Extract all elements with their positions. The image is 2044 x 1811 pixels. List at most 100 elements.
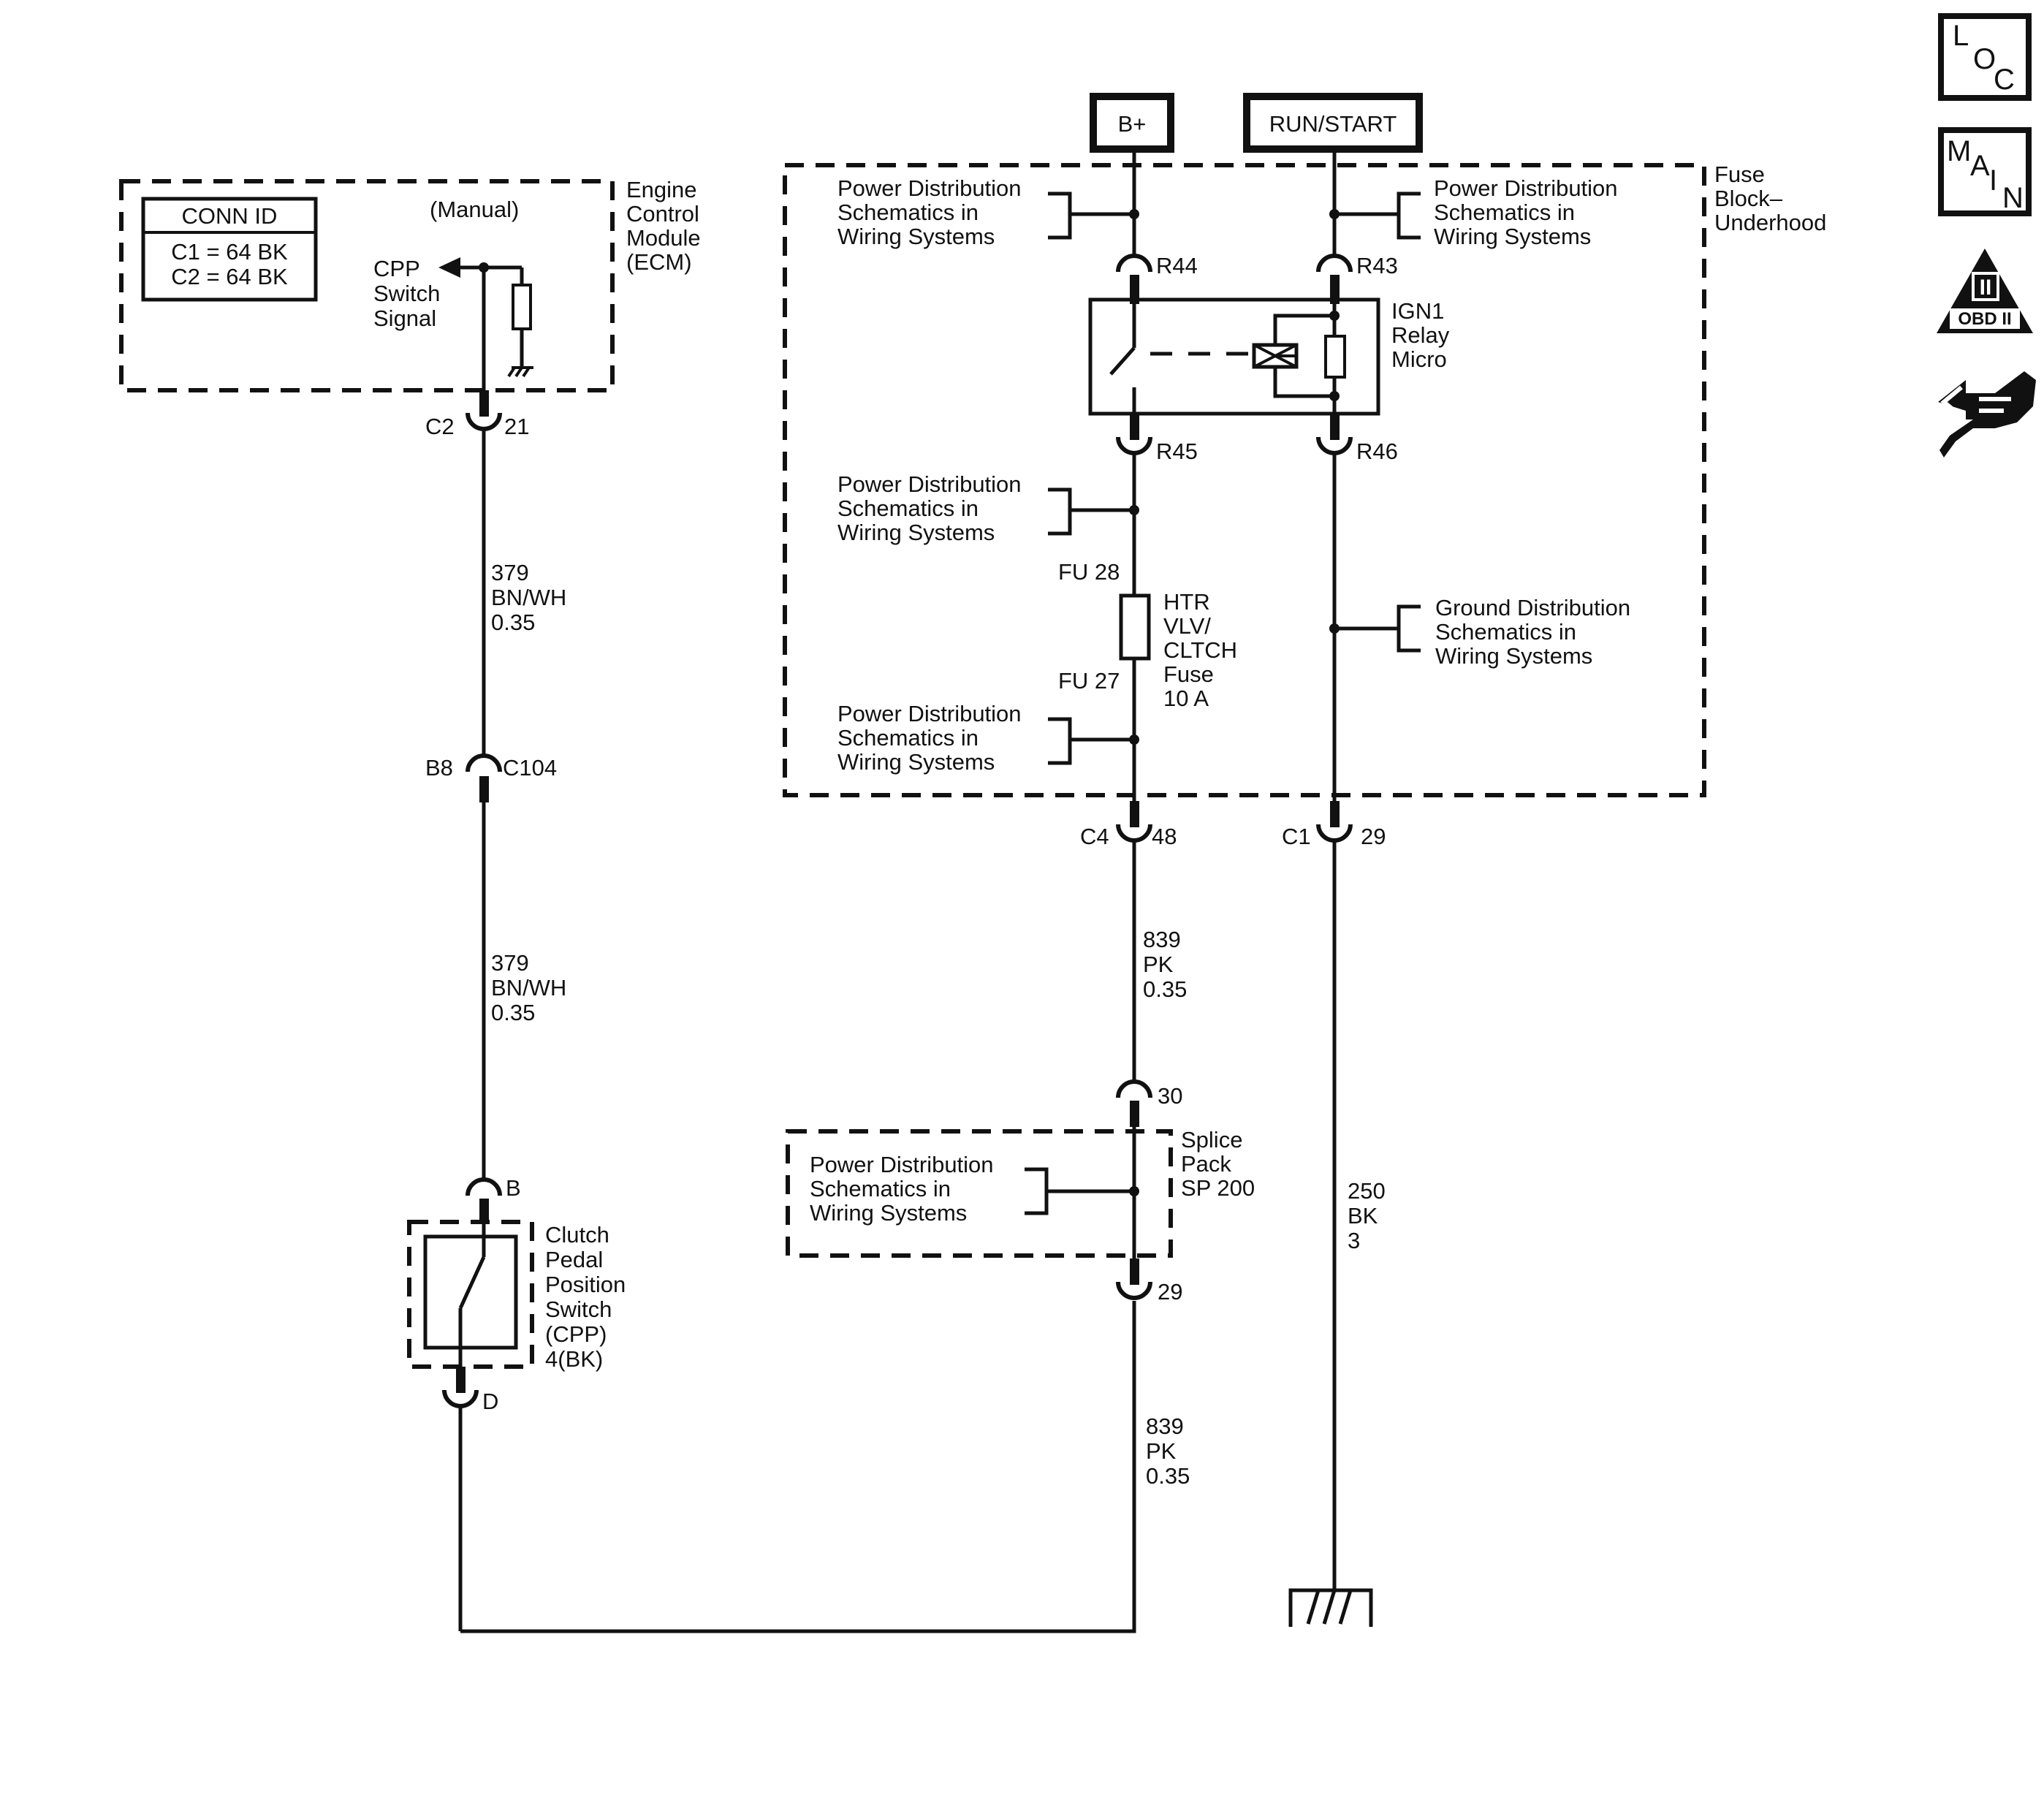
svg-text:Relay: Relay xyxy=(1391,322,1450,348)
splice-pack-label: Splice Pack SP 200 xyxy=(1181,1127,1255,1201)
svg-text:Control: Control xyxy=(626,201,699,227)
svg-text:C: C xyxy=(1994,64,2015,96)
svg-text:CPP: CPP xyxy=(373,256,420,281)
conn-id-row-2: C2 = 64 BK xyxy=(171,264,288,289)
conn-id-row-1: C1 = 64 BK xyxy=(171,239,288,265)
svg-text:HTR: HTR xyxy=(1163,589,1210,615)
ecm-variant-label: (Manual) xyxy=(430,197,519,222)
supply-run-start: RUN/START xyxy=(1243,93,1423,153)
ecm-connector-c2: C2 xyxy=(425,414,455,439)
svg-text:I: I xyxy=(1989,164,1997,197)
svg-text:379: 379 xyxy=(491,560,529,585)
supply-bplus: B+ xyxy=(1090,93,1174,153)
svg-text:250: 250 xyxy=(1348,1178,1386,1204)
cpp-connector-b: B xyxy=(506,1175,521,1201)
svg-text:Wiring Systems: Wiring Systems xyxy=(837,749,995,775)
svg-text:Splice: Splice xyxy=(1181,1127,1242,1153)
svg-text:OBD II: OBD II xyxy=(1958,309,2011,329)
connector-r44: R44 xyxy=(1156,253,1198,278)
wire-label-379-lower: 379 BN/WH 0.35 xyxy=(491,950,566,1025)
svg-text:Power Distribution: Power Distribution xyxy=(810,1152,994,1177)
connector-c4-pin: 48 xyxy=(1152,824,1177,849)
svg-text:Underhood: Underhood xyxy=(1714,210,1826,235)
svg-text:Schematics in: Schematics in xyxy=(810,1176,951,1201)
svg-text:M: M xyxy=(1947,135,1971,167)
splice-pin-out: 29 xyxy=(1158,1279,1182,1305)
svg-text:Schematics in: Schematics in xyxy=(837,725,979,751)
bplus-feed-circuit xyxy=(1109,149,1152,1300)
wire-label-250: 250 BK 3 xyxy=(1348,1178,1386,1253)
svg-text:SP 200: SP 200 xyxy=(1181,1175,1255,1201)
main-button[interactable]: M A I N xyxy=(1938,127,2032,216)
loc-button[interactable]: L O C xyxy=(1938,13,2032,101)
svg-text:Schematics in: Schematics in xyxy=(837,496,979,521)
svg-text:Power Distribution: Power Distribution xyxy=(1434,175,1618,201)
wire-379-circuit xyxy=(466,390,502,1223)
connector-c1-pin: 29 xyxy=(1361,824,1386,849)
connector-c1: C1 xyxy=(1282,824,1311,849)
connector-r46: R46 xyxy=(1356,438,1398,464)
svg-text:Position: Position xyxy=(545,1272,626,1297)
svg-text:IGN1: IGN1 xyxy=(1391,298,1444,324)
wire-label-839-upper: 839 PK 0.35 xyxy=(1143,927,1187,1002)
cpp-connector-d: D xyxy=(482,1389,498,1414)
svg-text:Switch: Switch xyxy=(545,1296,612,1322)
ref-power-dist-run: Power Distribution Schematics in Wiring … xyxy=(1334,175,1618,249)
svg-text:O: O xyxy=(1973,43,1996,75)
svg-text:Ground Distribution: Ground Distribution xyxy=(1435,595,1630,620)
obd-ii-icon[interactable]: II OBD II xyxy=(1937,248,2033,333)
ref-power-dist-splice: Power Distribution Schematics in Wiring … xyxy=(810,1152,994,1226)
inline-connector-pin: B8 xyxy=(425,755,453,781)
svg-text:N: N xyxy=(2002,182,2024,214)
connector-r43: R43 xyxy=(1356,253,1398,278)
cpp-switch-label: Clutch Pedal Position Switch (CPP) 4(BK) xyxy=(545,1222,626,1372)
wire-label-839-lower: 839 PK 0.35 xyxy=(1146,1413,1190,1489)
svg-text:(CPP): (CPP) xyxy=(545,1321,607,1347)
svg-text:B+: B+ xyxy=(1118,111,1147,137)
svg-text:BN/WH: BN/WH xyxy=(491,585,566,610)
ref-ground-dist: Ground Distribution Schematics in Wiring… xyxy=(1334,595,1630,669)
splice-pack-boundary xyxy=(786,1129,1173,1258)
cpp-signal-label: CPP Switch Signal xyxy=(373,256,440,331)
svg-text:Wiring Systems: Wiring Systems xyxy=(837,224,995,249)
ecm-label: Engine Control Module (ECM) xyxy=(626,177,701,275)
svg-text:Schematics in: Schematics in xyxy=(837,200,979,225)
svg-text:Pedal: Pedal xyxy=(545,1247,603,1272)
svg-text:4(BK): 4(BK) xyxy=(545,1346,603,1372)
pullup-resistor xyxy=(512,284,532,330)
splice-pin-in: 30 xyxy=(1158,1083,1182,1109)
relay-diode-resistor xyxy=(1324,335,1346,379)
diagnostic-wrench-icon[interactable] xyxy=(1938,371,2036,458)
svg-text:Fuse: Fuse xyxy=(1163,661,1214,687)
fuse-pin-top: FU 28 xyxy=(1058,559,1120,585)
svg-text:0.35: 0.35 xyxy=(1143,976,1187,1002)
fuse-block-label: Fuse Block– Underhood xyxy=(1714,162,1826,235)
svg-text:Schematics in: Schematics in xyxy=(1435,619,1576,645)
conn-id-title: CONN ID xyxy=(182,203,278,229)
fuse-label: HTR VLV/ CLTCH Fuse 10 A xyxy=(1163,589,1237,711)
svg-text:Switch: Switch xyxy=(373,281,440,306)
svg-text:10 A: 10 A xyxy=(1163,686,1209,711)
svg-text:VLV/: VLV/ xyxy=(1163,613,1211,639)
inline-connector-c104: C104 xyxy=(503,755,557,781)
svg-text:3: 3 xyxy=(1348,1228,1360,1253)
cpp-switch-boundary xyxy=(407,1220,534,1369)
connector-r45: R45 xyxy=(1156,438,1198,464)
svg-text:BK: BK xyxy=(1348,1203,1378,1229)
svg-text:Wiring Systems: Wiring Systems xyxy=(837,520,995,545)
svg-text:PK: PK xyxy=(1146,1438,1177,1464)
svg-text:RUN/START: RUN/START xyxy=(1269,111,1397,137)
svg-text:Engine: Engine xyxy=(626,177,697,202)
svg-text:Wiring Systems: Wiring Systems xyxy=(810,1200,967,1226)
svg-text:379: 379 xyxy=(491,950,529,976)
ref-power-dist-relay-out: Power Distribution Schematics in Wiring … xyxy=(837,471,1134,545)
wire-label-379-upper: 379 BN/WH 0.35 xyxy=(491,560,566,635)
svg-text:Wiring Systems: Wiring Systems xyxy=(1434,224,1591,249)
svg-text:PK: PK xyxy=(1143,952,1174,977)
svg-text:Power Distribution: Power Distribution xyxy=(837,175,1022,201)
svg-text:CLTCH: CLTCH xyxy=(1163,637,1237,663)
svg-text:Schematics in: Schematics in xyxy=(1434,200,1575,225)
svg-text:Clutch: Clutch xyxy=(545,1222,609,1248)
svg-text:Power Distribution: Power Distribution xyxy=(837,471,1022,497)
